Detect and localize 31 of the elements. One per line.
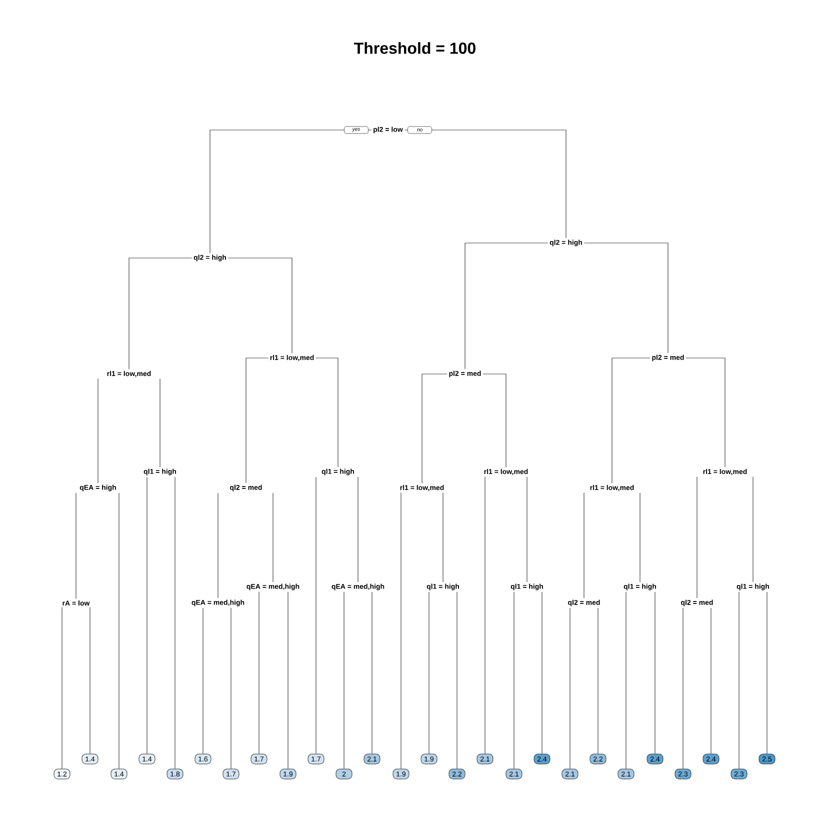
tree-branch	[682, 608, 684, 770]
tree-branch	[584, 242, 668, 354]
tree-branch	[686, 358, 726, 468]
tree-branch	[228, 258, 292, 354]
tree-branch	[710, 608, 712, 754]
tree-branch	[202, 608, 204, 754]
tree-branch	[422, 374, 448, 484]
tree-branch	[766, 592, 768, 754]
tree-branch	[146, 476, 148, 754]
tree-branch	[400, 492, 402, 770]
tree-branch	[654, 592, 656, 754]
tree-branch	[230, 608, 232, 770]
tree-branch	[442, 492, 444, 582]
tree-branch	[428, 592, 430, 754]
tree-branch	[482, 374, 506, 468]
tree-branch	[526, 476, 528, 582]
tree-branch	[464, 242, 548, 370]
tree-branch	[456, 592, 458, 770]
tree-branch	[484, 476, 486, 754]
title: Threshold = 100	[354, 42, 476, 54]
tree-branch	[128, 258, 192, 370]
tree-branch	[738, 592, 740, 770]
tree-branch	[246, 358, 268, 484]
tree-branch	[258, 592, 260, 754]
tree-branch	[272, 492, 274, 582]
tree-branch	[174, 476, 176, 770]
tree-branch	[752, 476, 754, 582]
tree-branch	[316, 358, 338, 468]
tree-branch	[696, 476, 698, 598]
tree-branch	[118, 492, 120, 770]
tree-branch	[612, 358, 650, 484]
